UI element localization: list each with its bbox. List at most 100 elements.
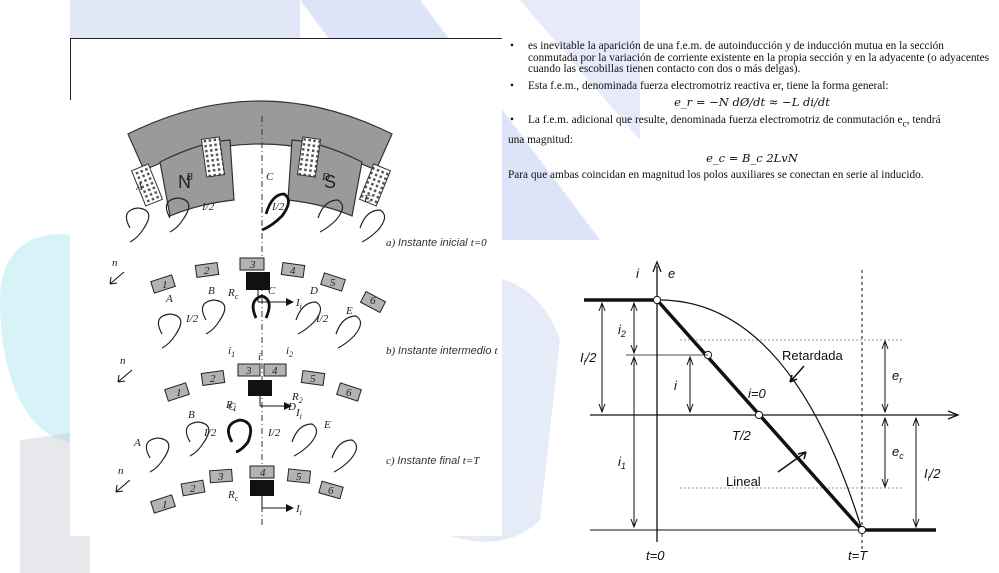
label-i: i xyxy=(674,378,678,393)
point-start xyxy=(652,295,662,305)
coil-letter: C xyxy=(228,401,236,413)
coil-letter: C xyxy=(266,171,274,183)
label-er: er xyxy=(892,368,903,385)
commutator-segment xyxy=(164,382,190,402)
formula-commutation-emf: e_c = B_c 2LvN xyxy=(706,150,798,165)
dim-arrowheads xyxy=(881,416,889,489)
bullet-text: Esta f.e.m., denominada fuerza electromo… xyxy=(528,79,889,92)
segment-label: 6 xyxy=(346,387,352,399)
segment-label: 3 xyxy=(245,365,252,377)
current-arrow-head xyxy=(286,504,294,512)
rotation-label: n xyxy=(112,257,118,269)
commutator-segment xyxy=(200,369,226,387)
segment-label: 2 xyxy=(190,483,196,495)
axis-label-i: i xyxy=(636,266,640,281)
coil xyxy=(331,439,358,473)
bullet-dot: • xyxy=(510,113,514,126)
label-i-zero: i=0 xyxy=(748,386,766,401)
winding-slot xyxy=(130,163,164,207)
coil xyxy=(317,199,344,233)
coil-letter: D xyxy=(287,401,296,413)
dim-arrowheads xyxy=(912,416,920,529)
brush xyxy=(250,480,274,496)
winding-slot xyxy=(358,163,392,207)
rotation-arrow xyxy=(109,271,125,285)
brush xyxy=(246,272,270,290)
coil-letter: D xyxy=(309,285,318,297)
rotation-label: n xyxy=(118,465,124,477)
bullet-subscript: c xyxy=(902,118,907,129)
label-i1: i1 xyxy=(618,454,626,471)
stage-caption: b) Instante intermedio t xyxy=(386,345,499,357)
half-current-label: I/2 xyxy=(267,427,281,439)
axis-label-e: e xyxy=(668,266,675,281)
partial-current-label: i1 xyxy=(228,345,235,359)
coil-commutated xyxy=(261,192,290,232)
coil xyxy=(145,437,170,473)
segment-label: 3 xyxy=(217,471,224,483)
paragraph: Para que ambas coincidan en magnitud los… xyxy=(508,169,924,182)
brush-resistance-label: R2 xyxy=(291,391,303,405)
coil xyxy=(335,315,362,349)
segment-label: 4 xyxy=(260,467,266,479)
dim-arrowheads xyxy=(686,355,694,414)
rotation-label: n xyxy=(120,355,126,367)
lineal-arrow xyxy=(777,451,807,473)
half-current-label: I/2 xyxy=(271,201,285,213)
brush-resistance-label: Rc xyxy=(227,489,239,503)
coil-commutated xyxy=(251,294,271,319)
panel-top-border xyxy=(70,38,502,39)
segment-label: 2 xyxy=(204,265,210,277)
brush xyxy=(248,380,272,396)
commutator-segment xyxy=(280,261,306,279)
bullet-text: es inevitable la aparición de una f.e.m.… xyxy=(528,40,990,75)
coil xyxy=(359,209,386,243)
label-Ii2-right: Ii/2 xyxy=(924,466,941,483)
rotation-arrow xyxy=(115,479,131,493)
commutator-segment xyxy=(263,363,287,377)
commutator-segment xyxy=(359,290,387,314)
stage-caption: c) Instante final t=T xyxy=(386,455,480,467)
brush-resistance-label: R1 xyxy=(225,399,237,413)
coil-letter: A xyxy=(133,437,141,449)
commutator-segment xyxy=(249,465,275,479)
half-current-label: I/2 xyxy=(315,313,329,325)
commutator-segment xyxy=(237,363,261,377)
paragraph: una magnitud: xyxy=(508,134,573,147)
commutator-segment xyxy=(194,261,220,279)
x-axis-arrow xyxy=(947,410,960,420)
dim-arrowheads xyxy=(598,301,606,414)
coil-letter: B xyxy=(186,171,193,183)
y-axis-arrow xyxy=(652,260,662,273)
coil-letter: B xyxy=(208,285,215,297)
partial-current-label: i2 xyxy=(286,345,293,359)
stage-intermediate: 1 2 3 4 5 6 A B C D E I/2 I/2 i i1 i2 n … xyxy=(117,285,499,421)
coil-letter: E xyxy=(323,419,331,431)
current-arrow-head xyxy=(284,402,292,410)
label-ec: ec xyxy=(892,444,904,461)
segment-label: 3 xyxy=(249,259,256,271)
commutator-segment xyxy=(320,272,346,292)
retarded-commutation-curve xyxy=(656,299,863,531)
segment-label: 6 xyxy=(328,485,334,497)
label-half-period: T/2 xyxy=(732,428,752,443)
winding-slot xyxy=(296,136,322,178)
point-end xyxy=(857,525,867,535)
commutator-segment xyxy=(318,480,344,500)
stage-initial: 1 2 3 4 5 6 A B C D E I/2 I/2 n Rc Ii a)… xyxy=(109,171,487,314)
segment-label: 5 xyxy=(296,471,302,483)
half-current-label: I/2 xyxy=(203,427,217,439)
coil-letter: C xyxy=(268,285,276,297)
commutator-segment xyxy=(336,382,362,402)
bullet-text: , tendrá xyxy=(906,113,941,126)
segment-label: 4 xyxy=(290,265,296,277)
coil-letter: B xyxy=(188,409,195,421)
commutator-segment xyxy=(300,369,326,387)
bullet-item: •es inevitable la aparición de una f.e.m… xyxy=(508,40,996,76)
coil xyxy=(125,207,150,243)
commutator-segment xyxy=(286,468,312,484)
bullet-item: •La f.e.m. adicional que resulte, denomi… xyxy=(508,113,996,131)
bullet-dot: • xyxy=(510,79,514,92)
dim-arrowheads xyxy=(630,301,638,355)
coil-letter: A xyxy=(165,293,173,305)
